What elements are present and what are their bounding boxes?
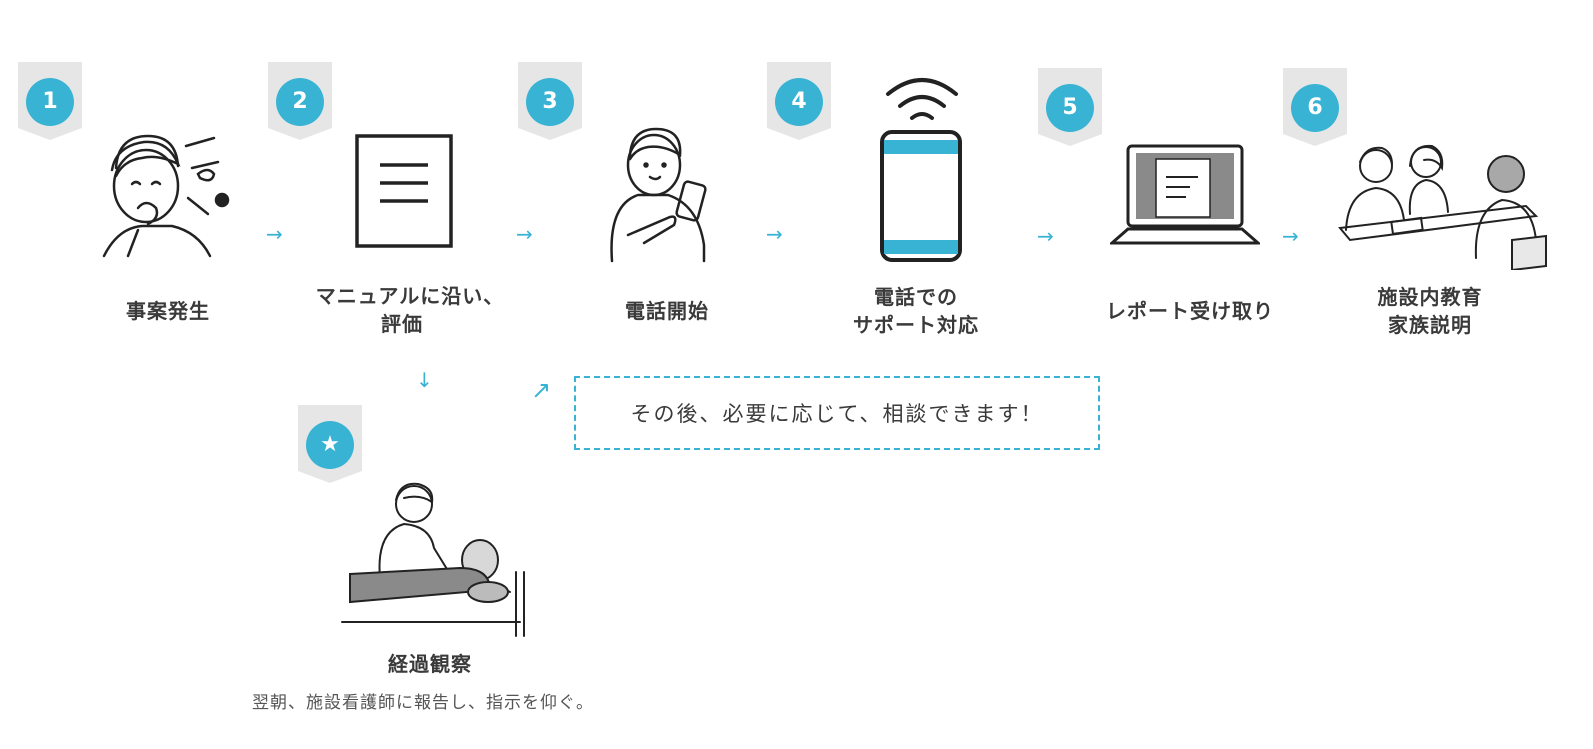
star-step-title: 経過観察 (388, 652, 472, 676)
step-2-badge: 2 (268, 62, 332, 140)
step-6-number: 6 (1307, 95, 1323, 120)
step-2-number: 2 (292, 89, 308, 114)
phone-call-person-icon (610, 127, 707, 263)
step-6-label: 施設内教育 家族説明 (1377, 285, 1483, 337)
step-1-number: 1 (42, 89, 58, 114)
step-3-label: 電話開始 (625, 299, 709, 323)
bedside-care-icon (341, 482, 525, 637)
arrow-right-3: → (766, 222, 783, 246)
star-icon: ★ (320, 432, 340, 457)
arrow-right-4: → (1037, 224, 1054, 248)
arrow-up-right: ↗ (531, 376, 552, 404)
consultation-note: その後、必要に応じて、相談できます！ (574, 376, 1100, 450)
star-step-description: 翌朝、施設看護師に報告し、指示を仰ぐ。 (252, 693, 594, 713)
step-2-label: マニュアルに沿い、 評価 (315, 284, 505, 336)
consultation-note-text: その後、必要に応じて、相談できます！ (630, 402, 1044, 426)
coughing-person-icon (102, 134, 230, 258)
step-5-label: レポート受け取り (1106, 299, 1274, 323)
step-5-badge: 5 (1038, 68, 1102, 146)
step-1-badge: 1 (18, 62, 82, 140)
step-3-number: 3 (542, 89, 558, 114)
arrow-right-2: → (516, 222, 533, 246)
step-5-number: 5 (1062, 95, 1078, 120)
step-3-badge: 3 (518, 62, 582, 140)
star-step-badge: ★ (298, 405, 362, 483)
step-6-badge: 6 (1283, 68, 1347, 146)
arrow-right-1: → (266, 222, 283, 246)
arrow-down: ↓ (416, 368, 433, 392)
arrow-right-5: → (1282, 224, 1299, 248)
step-1-label: 事案発生 (126, 299, 210, 323)
family-meeting-icon (1338, 144, 1547, 270)
step-4-number: 4 (791, 89, 807, 114)
step-4-label: 電話での サポート対応 (853, 285, 979, 337)
laptop-report-icon (1110, 144, 1260, 245)
step-4-badge: 4 (767, 62, 831, 140)
smartphone-signal-icon (880, 78, 962, 262)
manual-document-icon (355, 134, 453, 248)
